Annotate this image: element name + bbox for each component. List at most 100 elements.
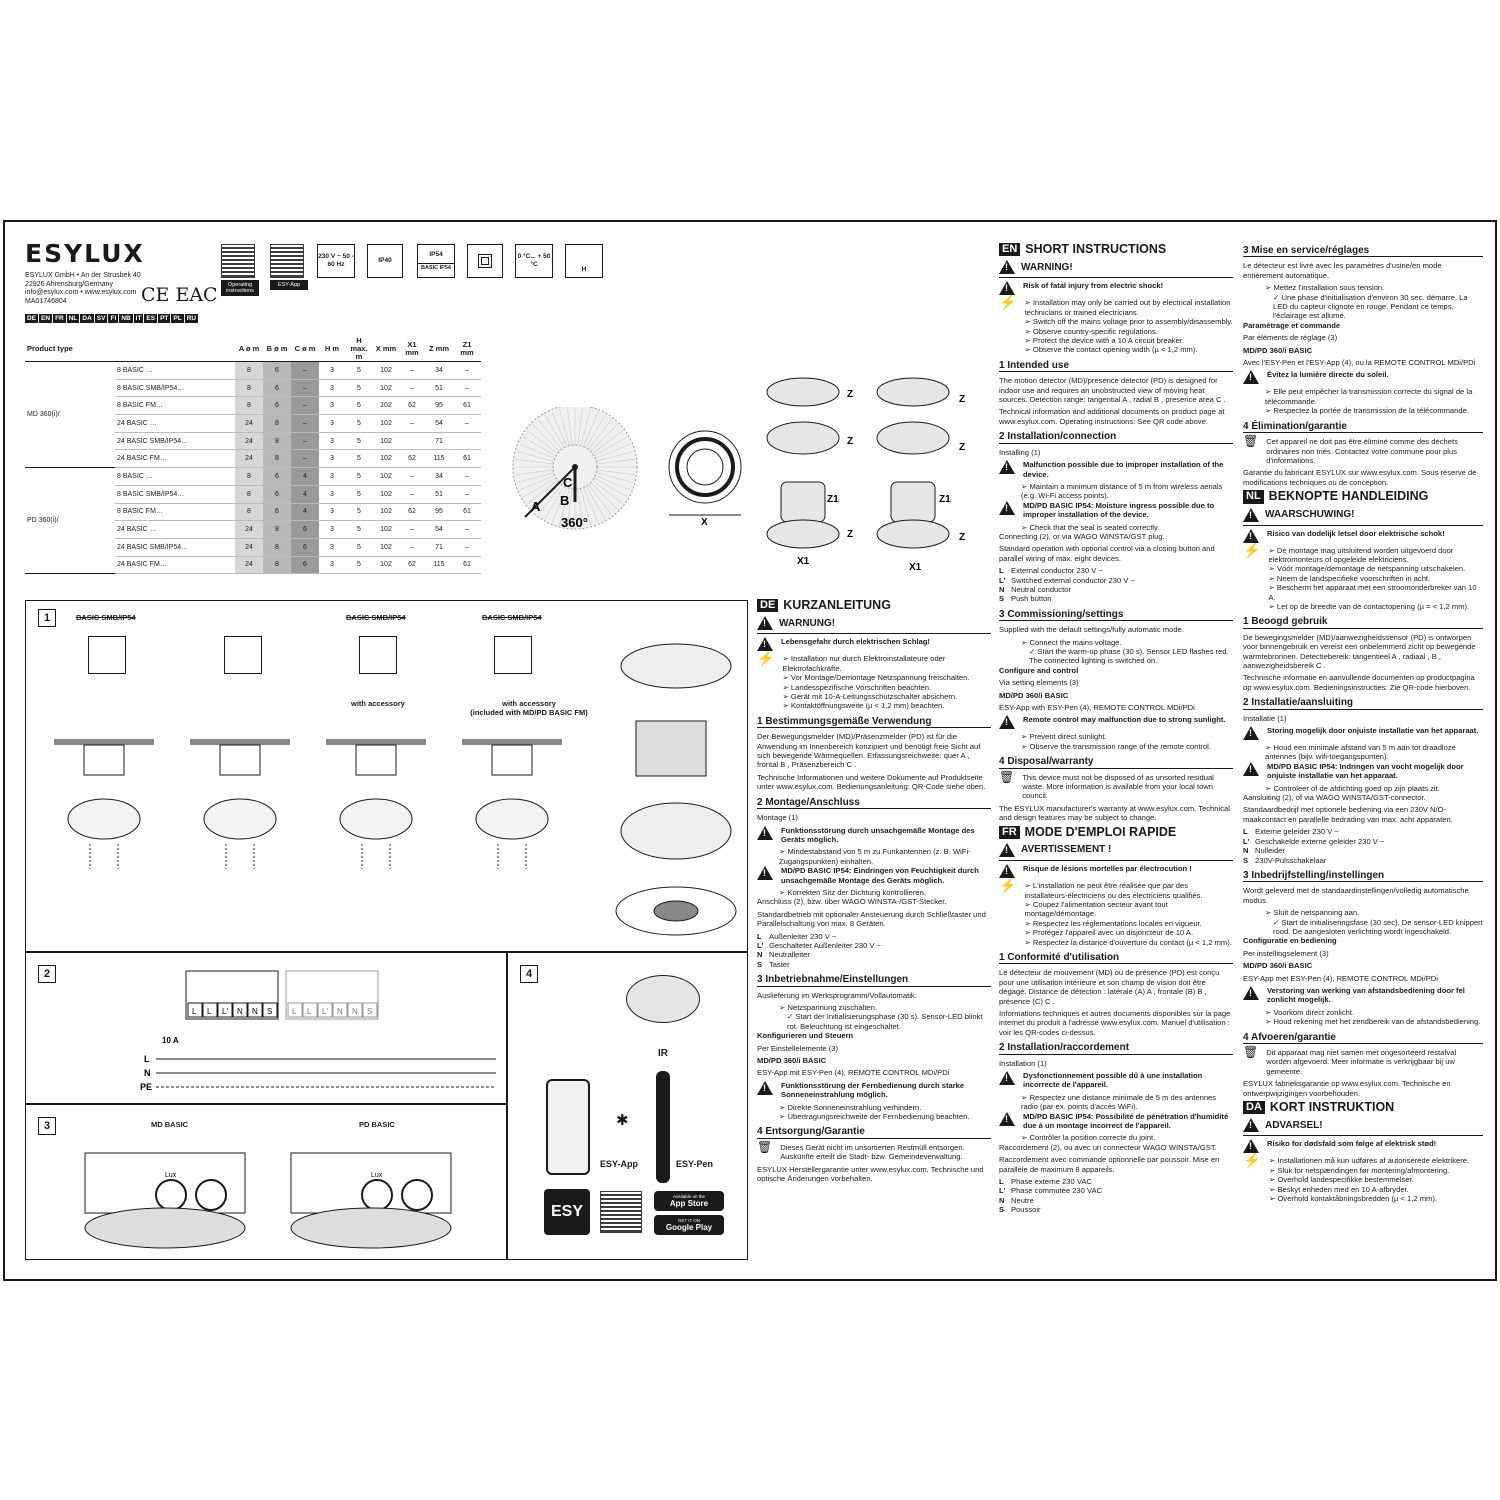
table-cell: 3: [319, 414, 345, 433]
ceiling: [462, 739, 562, 745]
lang-tag: NL: [1243, 490, 1264, 504]
z1-label: Z1: [939, 494, 951, 505]
warning-text: Funktionsstörung der Fernbedienung durch…: [781, 1080, 965, 1100]
table-cell: 8: [235, 503, 263, 522]
section-text: Anschluss (2), bzw. über WAGO WINSTA-/GS…: [757, 897, 947, 907]
table-cell: 3: [319, 361, 345, 380]
risk-item: Vor Montage/Demontage Netzspannung freis…: [782, 673, 991, 682]
table-cell: –: [399, 520, 425, 539]
warning-text: WARNUNG!: [779, 617, 836, 629]
section-text: Avec l'ESY-Pen et l'ESY-App (4), ou la R…: [1243, 358, 1476, 368]
table-cell: 61: [453, 449, 481, 469]
table-cell: 24: [235, 432, 263, 451]
esy-app-label: ESY-App: [600, 1159, 639, 1169]
terminal-desc: Switched external conductor 230 V ~: [1011, 575, 1135, 585]
lang-tag[interactable]: DA: [80, 314, 94, 323]
risk-text: Risk of fatal injury from electric shock…: [1023, 281, 1164, 291]
warning-heading: WAARSCHUWING!: [1243, 507, 1483, 526]
warning-text: Évitez la lumière directe du soleil.: [1267, 370, 1389, 380]
esy-app-logo[interactable]: ESY: [544, 1189, 590, 1235]
fuse-label: 10 A: [162, 1036, 179, 1045]
warning-item: Storing mogelijk door onjuiste installat…: [1243, 726, 1483, 741]
accessory-label: with accessory: [351, 699, 405, 708]
section-heading: 1 Bestimmungsgemäße Verwendung: [757, 716, 991, 729]
table-cell: 24 BASIC SMB/IP54…: [115, 432, 235, 451]
section-text: Technische informatie en aanvullende doc…: [1243, 673, 1475, 692]
terminal-label: L: [307, 1007, 312, 1016]
height-label: H: [581, 266, 587, 273]
section-text: Informations techniques et autres docume…: [999, 1008, 1231, 1037]
lang-tag[interactable]: EN: [39, 314, 53, 323]
lang-tag[interactable]: RU: [184, 314, 199, 323]
qr-operating-instructions[interactable]: Operating instructions: [221, 244, 259, 296]
lang-tag: DA: [1243, 1101, 1265, 1115]
warning-item: MD/PD BASIC IP54: Moisture ingress possi…: [999, 500, 1233, 520]
table-cell: 8: [235, 396, 263, 416]
address-line: info@esylux.com • www.esylux.com: [25, 289, 137, 296]
table-cell: 34: [425, 467, 453, 486]
lang-tag[interactable]: PT: [158, 314, 171, 323]
table-cell: 24 BASIC SMB/IP54…: [115, 538, 235, 557]
section-text: De bewegingsmelder (MD)/aanwezigheidssen…: [1243, 632, 1476, 670]
section-text: Technical information and additional doc…: [999, 407, 1225, 426]
variant-label: BASIC SMB/IP54: [76, 613, 136, 622]
lang-tag[interactable]: PL: [171, 314, 184, 323]
section-text: ESY-App with ESY-Pen (4), REMOTE CONTROL…: [999, 703, 1195, 713]
qr-code-icon[interactable]: [600, 1191, 642, 1233]
table-cell: 3: [319, 467, 345, 486]
lang-tag[interactable]: NB: [119, 314, 133, 323]
risk-text: Lebensgefahr durch elektrischen Schlag!: [781, 637, 930, 647]
address-line: 22926 Ahrensburg/Germany: [25, 280, 113, 288]
electrician-icon: ⚡: [1243, 541, 1261, 558]
warning-text: WAARSCHUWING!: [1265, 508, 1355, 520]
electrician-icon: ⚡: [757, 650, 775, 667]
table-cell: 5: [345, 467, 373, 486]
accessory-line: (included with MD/PD BASIC FM): [470, 708, 588, 717]
risk-item: L'installation ne peut être réalisée que…: [1024, 881, 1233, 900]
table-cell: 5: [345, 414, 373, 433]
table-cell: 8 BASIC …: [115, 361, 235, 380]
accessory-line: with accessory: [502, 699, 556, 708]
waste-bin-icon: 🗑: [999, 769, 1015, 784]
panel-number: 4: [520, 965, 538, 983]
lang-tag[interactable]: FR: [53, 314, 66, 323]
warning-action: Houd een minimale afstand van 5 m aan to…: [1265, 743, 1483, 762]
table-cell: 3: [319, 503, 345, 522]
section-text: Der Bewegungsmelder (MD)/Präsenzmelder (…: [757, 732, 981, 770]
warning-triangle-icon: [999, 281, 1015, 296]
panel-number: 3: [38, 1117, 56, 1135]
warning-action: Voorkom direct zonlicht.: [1265, 1008, 1483, 1017]
col-header: Z1 mm: [460, 340, 474, 357]
terminal-desc: Geschalteter Außenleiter 230 V ~: [769, 940, 882, 950]
lang-title: BEKNOPTE HANDLEIDING: [1268, 489, 1429, 504]
section-text: Par éléments de réglage (3): [1243, 333, 1338, 343]
lang-tag[interactable]: IT: [133, 314, 144, 323]
lang-tag[interactable]: FI: [108, 314, 119, 323]
dimension-x-label: X: [701, 517, 708, 527]
warning-text: AVERTISSEMENT !: [1021, 844, 1112, 856]
terminal-label: N: [252, 1007, 258, 1016]
lang-tag[interactable]: DE: [25, 314, 39, 323]
z-label: Z: [847, 529, 853, 540]
table-cell: 4: [291, 467, 319, 486]
table-cell: 102: [373, 520, 399, 539]
section-text: The motion detector (MD)/presence detect…: [999, 376, 1226, 405]
section-heading: 2 Montage/Anschluss: [757, 797, 991, 810]
section-text: Standardbetrieb mit optionaler Ansteueru…: [757, 909, 986, 929]
section-text: Garantie du fabricant ESYLUX sur www.esy…: [1243, 468, 1477, 487]
ce-eac-marks: CE EAC: [141, 284, 218, 306]
terminal-code: L': [999, 575, 1006, 585]
terminal-code: S: [999, 1205, 1005, 1215]
section-text: Aansluiting (2), of via WAGO WINSTA/GST-…: [1243, 793, 1426, 803]
z-label: Z: [959, 394, 965, 405]
table-cell: 24: [235, 520, 263, 539]
address-line: MA01746804: [25, 297, 67, 305]
risk-item: Let op de breedte van de contactopening …: [1268, 602, 1483, 611]
lang-tag[interactable]: NL: [66, 314, 80, 323]
lang-tag[interactable]: ES: [144, 314, 158, 323]
lang-tag[interactable]: SV: [94, 314, 108, 323]
qr-esy-app[interactable]: ESY-App: [270, 244, 308, 290]
